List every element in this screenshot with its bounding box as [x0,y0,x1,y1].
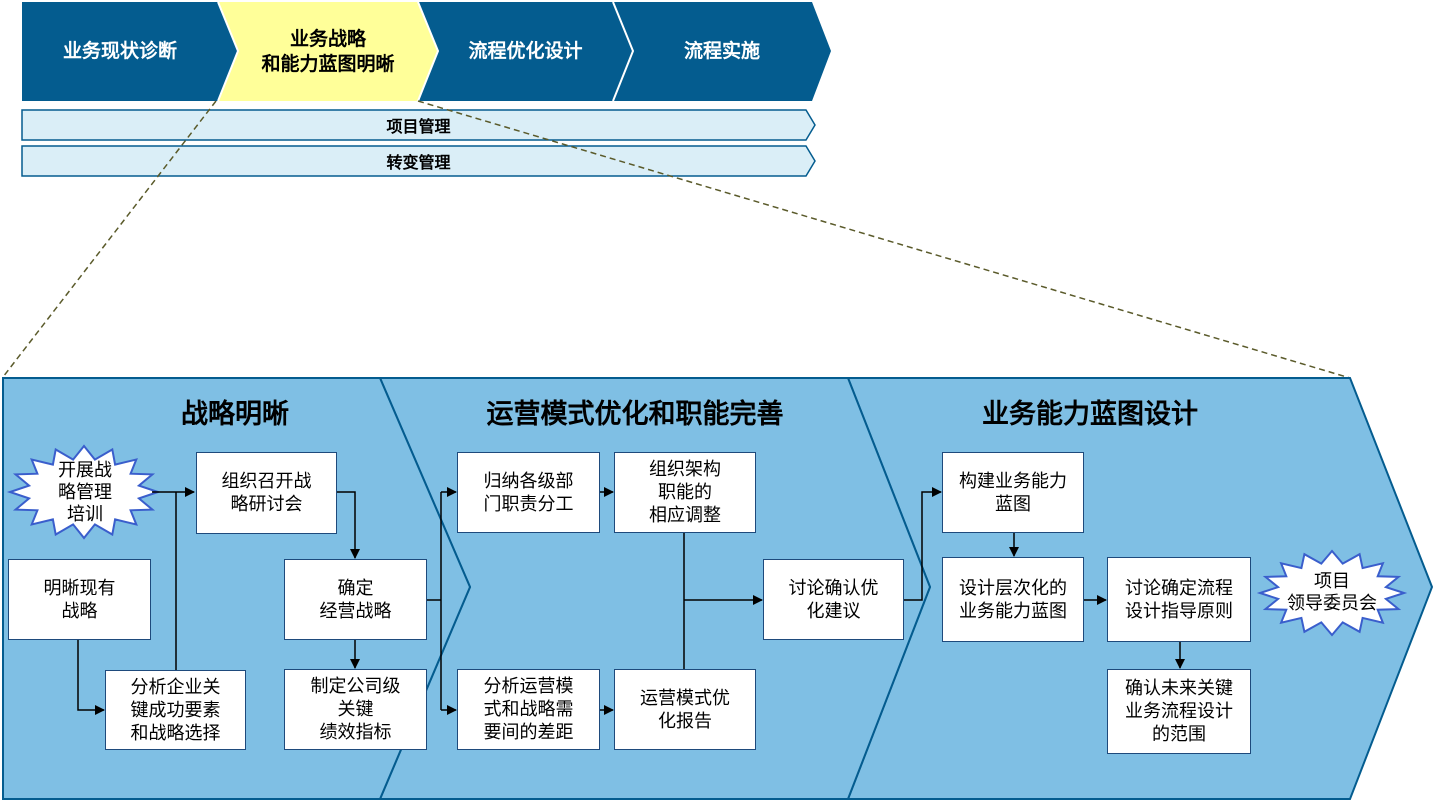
project-mgmt-bar [21,109,816,141]
box-design-levels: 设计层次化的 业务能力蓝图 [942,557,1084,642]
phase-label-implementation: 流程实施 [683,40,760,62]
box-org-adjust: 组织架构 职能的 相应调整 [614,452,756,533]
phase-chevron-3 [418,2,633,101]
box-clarify-strategy: 明晰现有 战略 [8,559,151,640]
box-design-principles: 讨论确定流程 设计指导原则 [1107,557,1251,642]
zoom-line-left [2,100,217,378]
phase-chevron-1 [22,2,238,101]
box-seminar: 组织召开战 略研讨会 [196,452,337,534]
section-title-operation: 运营模式优化和职能完善 [486,399,784,430]
zoom-line-right [417,100,1351,379]
box-kpi: 制定公司级 关键 绩效指标 [284,669,427,750]
training-star [6,444,162,540]
phase-chevron-4 [613,2,831,101]
committee-star [1256,549,1408,637]
project-mgmt-label: 项目管理 [386,117,451,136]
section-title-capability: 业务能力蓝图设计 [982,399,1198,430]
training-star-text: 开展战 略管理 培训 [58,459,112,525]
change-mgmt-label: 转变管理 [386,153,451,172]
section-title-strategy: 战略明晰 [181,399,289,430]
box-process-scope: 确认未来关键 业务流程设计 的范围 [1107,669,1251,754]
phase-label-process-design: 流程优化设计 [468,40,583,62]
box-discuss-suggestions: 讨论确认优 化建议 [763,559,904,640]
box-confirm-strategy: 确定 经营战略 [284,559,427,640]
box-analyze-gap: 分析运营模 式和战略需 要间的差距 [457,669,600,750]
box-op-report: 运营模式优 化报告 [614,669,756,750]
phase-chevron-2 [218,2,438,101]
box-summarize-duties: 归纳各级部 门职责分工 [457,452,600,533]
change-mgmt-bar [21,145,816,177]
box-analyze-key-factors: 分析企业关 键成功要素 和战略选择 [105,670,246,750]
committee-star-text: 项目 领导委员会 [1287,570,1377,614]
phase-label-strategy-blueprint: 业务战略 和能力蓝图明晰 [261,27,395,75]
box-build-blueprint: 构建业务能力 蓝图 [942,452,1084,533]
phase-label-diagnosis: 业务现状诊断 [62,40,177,62]
